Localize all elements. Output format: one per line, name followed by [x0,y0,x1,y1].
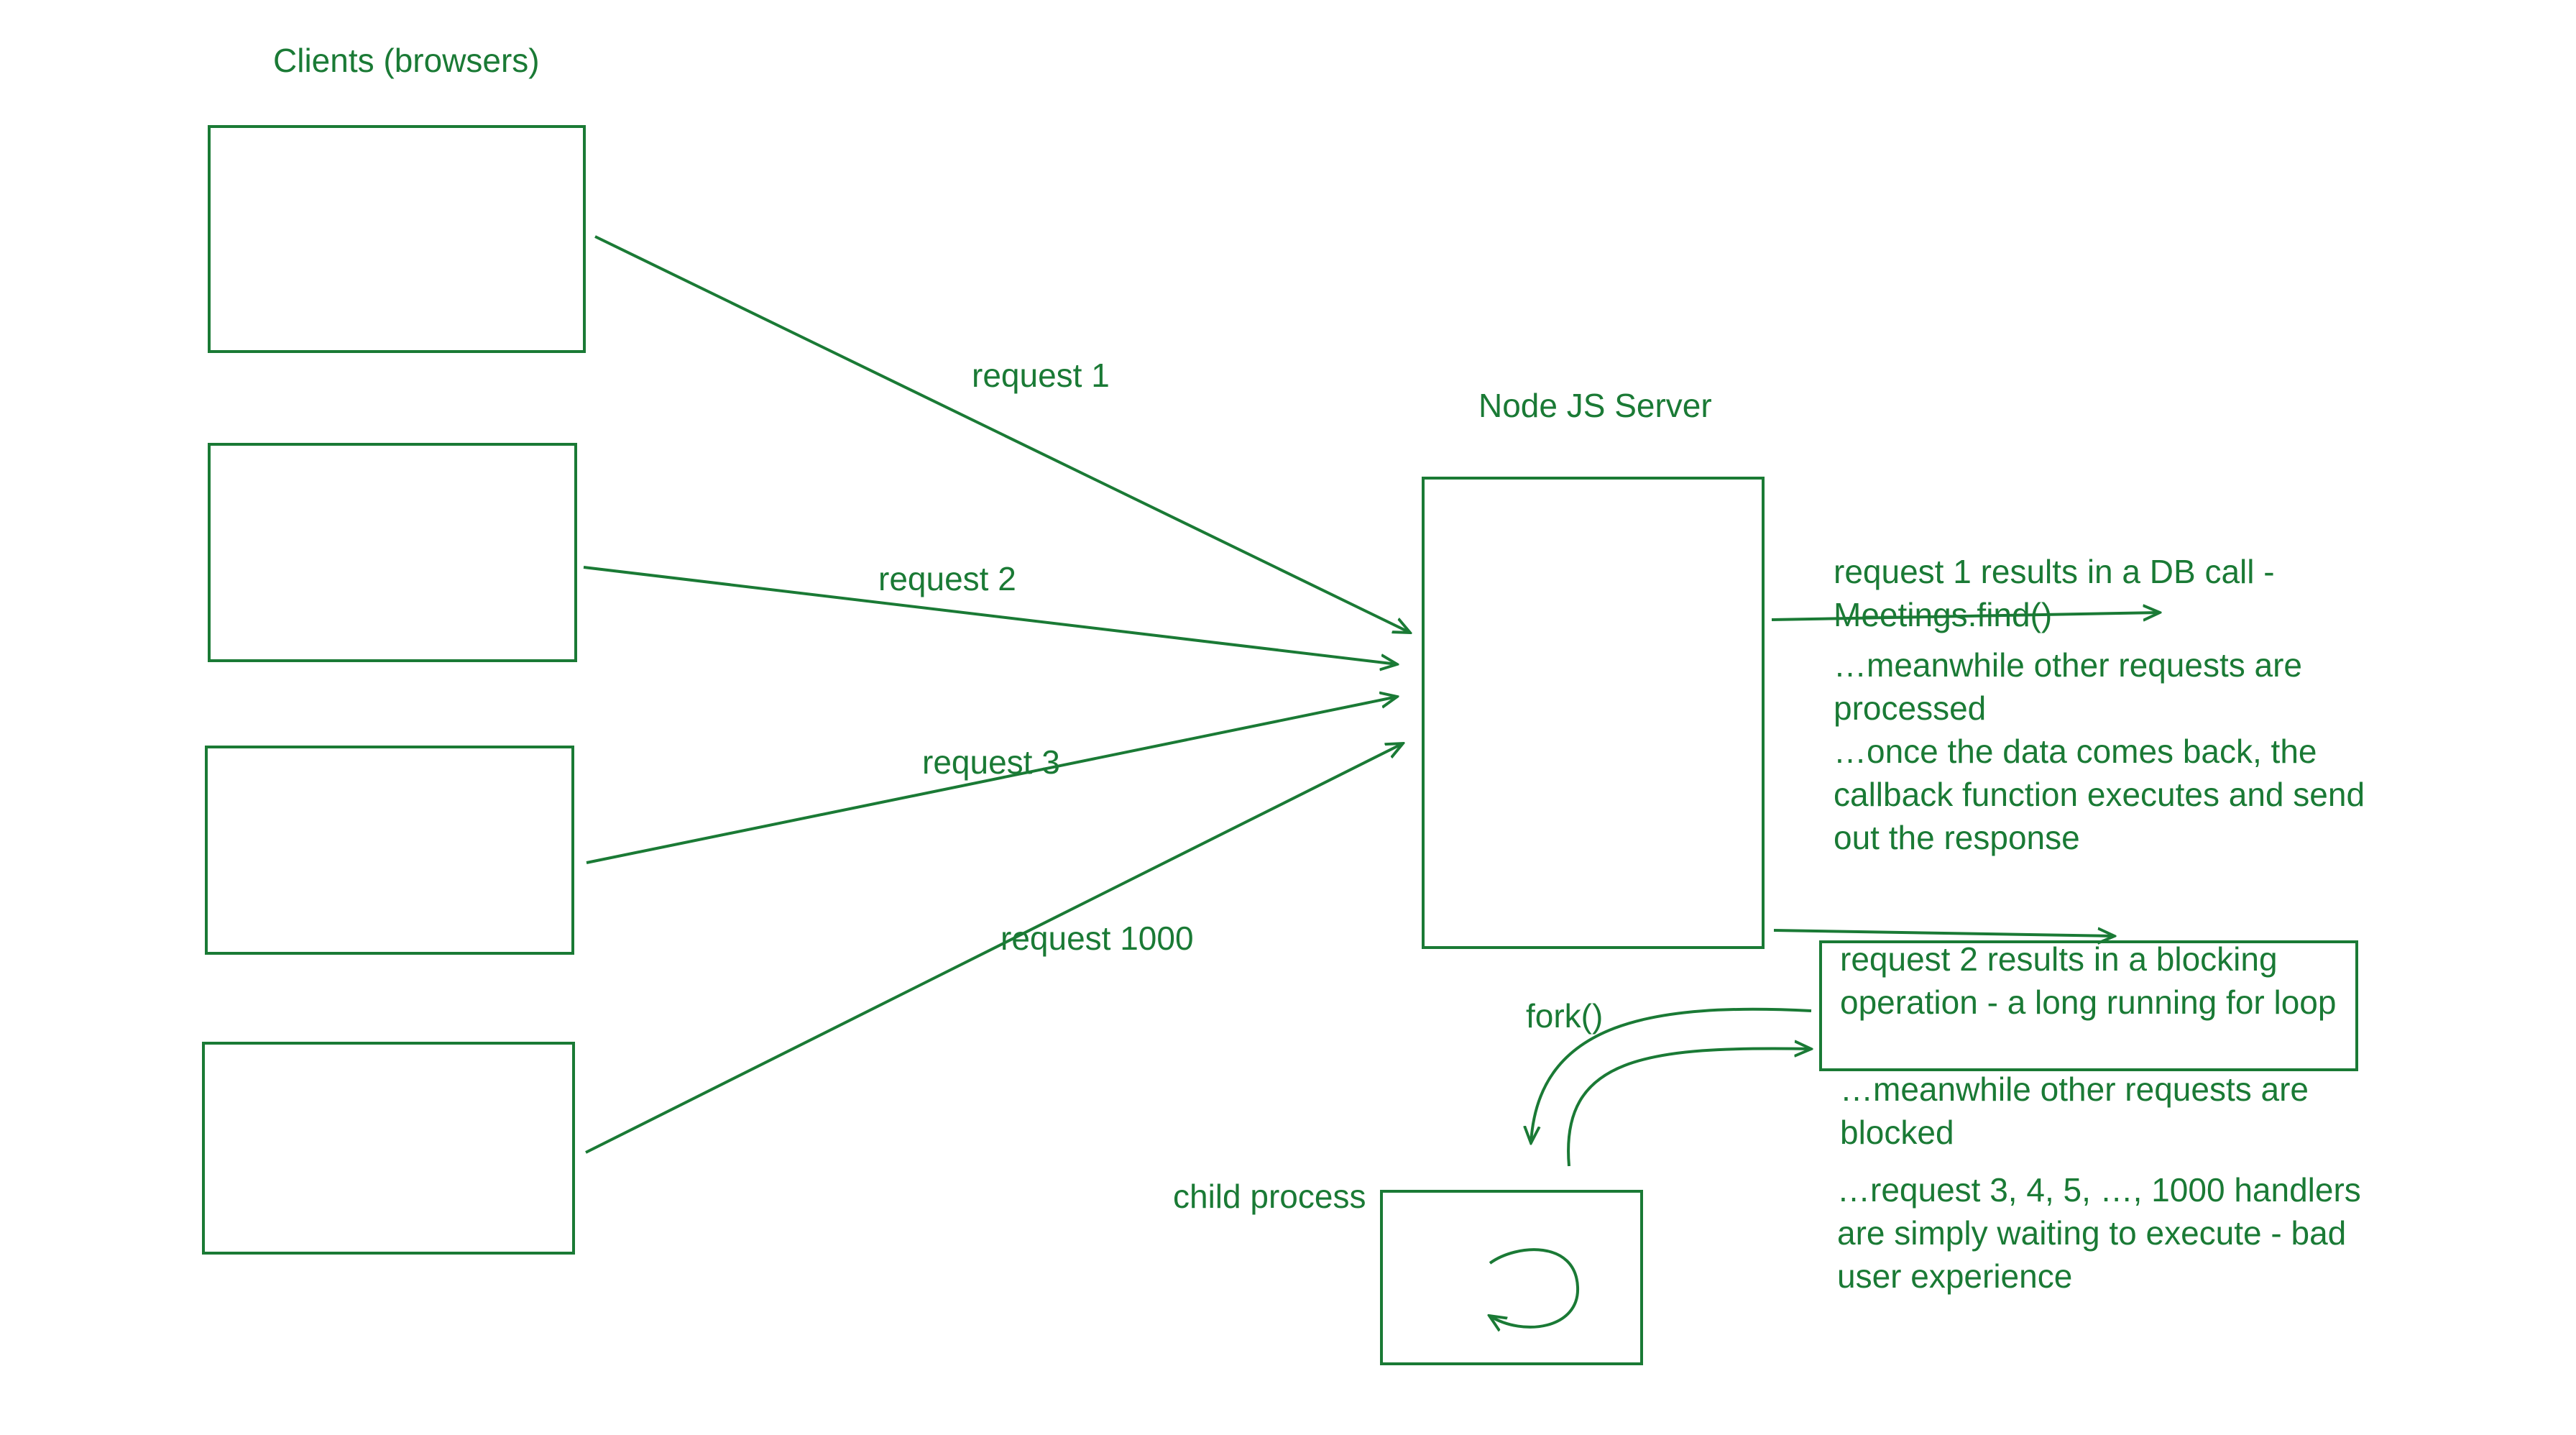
arrow-child-return [1567,1048,1811,1167]
arrow-request-1000 [585,743,1403,1154]
client-box-3 [205,746,574,955]
label-request-2: request 2 [878,560,1016,597]
label-request-1: request 1 [972,357,1110,394]
fork-label: fork() [1526,997,1604,1035]
server-title: Node JS Server [1478,387,1712,424]
note-blocking: request 2 results in a blocking operatio… [1840,940,2337,1021]
arrow-request-3 [586,697,1397,864]
server-box [1422,477,1765,949]
arrow-db-call [1771,613,2160,620]
label-request-3: request 3 [922,743,1060,781]
note-meanwhile-processed: …meanwhile other requests are processed [1834,646,2302,727]
child-process-box [1380,1190,1643,1365]
arrow-request-1 [594,235,1410,633]
arrow-fork [1531,1007,1812,1143]
note-meanwhile-blocked: …meanwhile other requests are blocked [1840,1070,2309,1151]
client-box-2 [208,443,577,662]
child-process-label: child process [1173,1178,1366,1215]
note-waiting: …request 3, 4, 5, …, 1000 handlers are s… [1837,1171,2361,1295]
note-data-back: …once the data comes back, the callback … [1834,733,2365,856]
arrow-request-2 [583,566,1397,664]
client-box-4 [202,1042,575,1255]
loop-icon [1489,1248,1580,1327]
client-box-1 [208,125,586,353]
arrow-blocking-op [1773,930,2115,936]
note-db-call: request 1 results in a DB call - Meeting… [1834,553,2275,633]
clients-title: Clients (browsers) [273,42,540,79]
label-request-1000: request 1000 [1000,920,1194,957]
blocking-note-box [1819,940,2358,1071]
